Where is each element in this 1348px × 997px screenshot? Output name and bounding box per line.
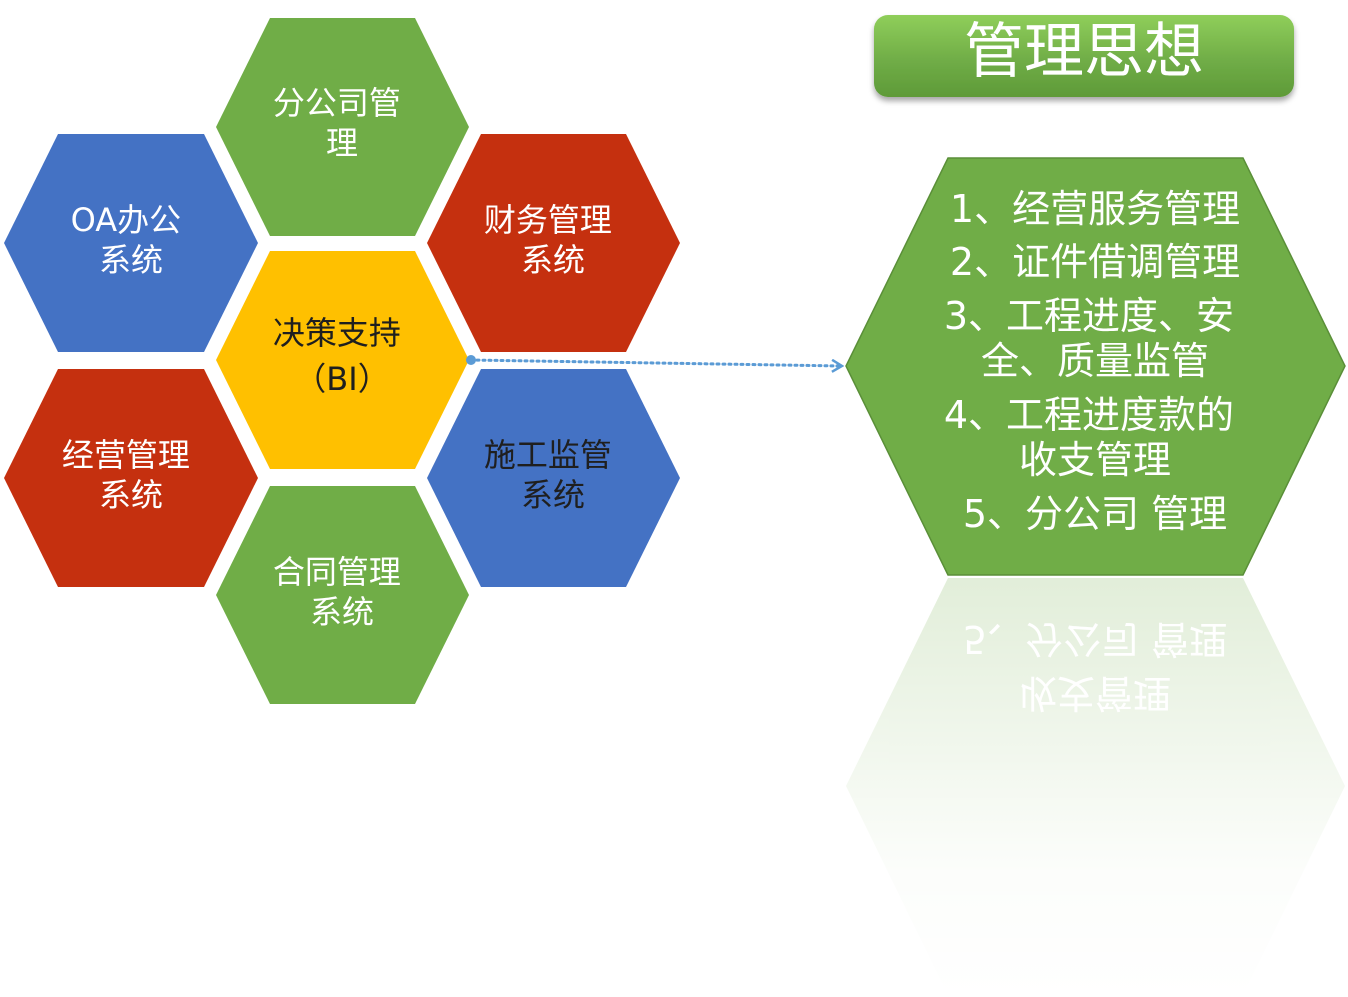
hex-contract-label: 合同管理 系统 — [273, 553, 411, 631]
title-banner-shape — [874, 15, 1294, 97]
hex-oa-shape — [4, 134, 258, 352]
concept-item-2: 2、证件借调管理 — [950, 240, 1240, 284]
title-banner: 管理思想 — [874, 15, 1294, 97]
connector — [466, 355, 842, 366]
hex-construction-shape — [427, 369, 680, 587]
concept-item-3: 3、工程进度、安 全、质量监管 — [944, 294, 1246, 383]
hex-finance[interactable]: 财务管理 系统 — [427, 134, 680, 352]
honeycomb: 分公司管 理 OA办公 系统 财务管理 系统 决策支持 （BI） — [4, 18, 680, 704]
hex-bi-label: 决策支持 （BI） — [273, 314, 411, 398]
connector-line — [469, 358, 842, 366]
hex-operations-label: 经营管理 系统 — [62, 436, 200, 514]
hex-finance-shape — [427, 134, 680, 352]
hex-construction-label: 施工监管 系统 — [484, 436, 622, 514]
hex-contract-shape — [216, 486, 469, 704]
hex-construction[interactable]: 施工监管 系统 — [427, 369, 680, 587]
hex-contract[interactable]: 合同管理 系统 — [216, 486, 469, 704]
concepts-hexagon: 1、经营服务管理 2、证件借调管理 3、工程进度、安 全、质量监管 4、工程进度… — [845, 157, 1346, 576]
hex-branch-label: 分公司管 理 — [273, 84, 411, 162]
hex-finance-label: 财务管理 系统 — [484, 201, 622, 279]
hex-branch[interactable]: 分公司管 理 — [216, 18, 469, 236]
hex-branch-shape — [216, 18, 469, 236]
hex-bi[interactable]: 决策支持 （BI） — [216, 251, 469, 469]
connector-start-dot — [466, 355, 476, 365]
hex-oa-label: OA办公 系统 — [71, 201, 192, 279]
concept-item-4: 4、工程进度款的 收支管理 — [944, 393, 1246, 482]
reflection-fade — [840, 576, 1348, 997]
hex-operations-shape — [4, 369, 258, 587]
concepts-hexagon-shape — [845, 157, 1346, 576]
hex-operations[interactable]: 经营管理 系统 — [4, 369, 258, 587]
hex-oa[interactable]: OA办公 系统 — [4, 134, 258, 352]
hex-bi-shape — [216, 251, 469, 469]
page-title: 管理思想 — [964, 17, 1204, 87]
concept-item-5: 5、分公司 管理 — [963, 492, 1227, 536]
concept-item-1: 1、经营服务管理 — [950, 187, 1240, 231]
